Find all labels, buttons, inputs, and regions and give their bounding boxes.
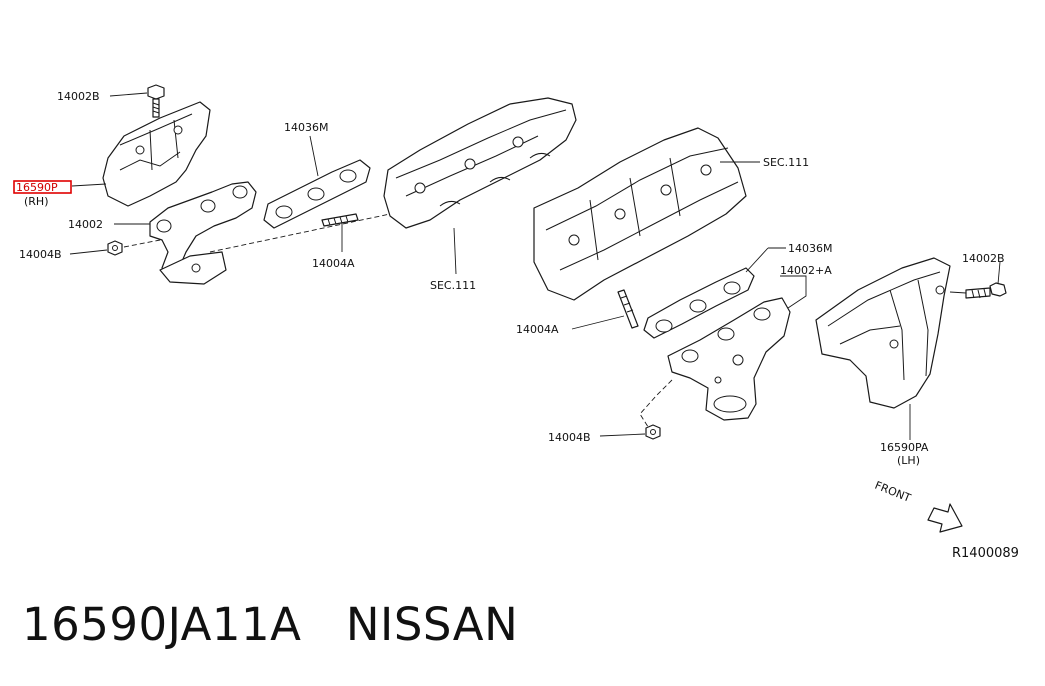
heat-shield-lh: [815, 257, 951, 409]
cylinder-head-rh: [383, 97, 577, 229]
stud-14004a-rh: [321, 213, 359, 227]
dash-nut-rh: [123, 239, 161, 248]
leader-stud-lh: [571, 315, 625, 330]
label-gasket-rh: 14036M: [284, 121, 328, 134]
leader-bolt-rh: [109, 92, 148, 97]
label-stud-rh: 14004A: [312, 257, 355, 270]
dash-manifold-nut-lh: [639, 379, 673, 431]
stud-14004a-lh: [617, 289, 639, 329]
label-bolt-lh: 14002B: [962, 252, 1005, 265]
caption-part-number: 16590JA11A: [22, 598, 302, 651]
nut-14004b-lh: [645, 424, 661, 440]
gasket-rh: [263, 159, 371, 229]
leader-bolt-lh: [997, 261, 1001, 285]
label-head-lh: SEC.111: [763, 156, 809, 169]
cylinder-head-lh: [533, 127, 747, 301]
label-cover-rh: 16590P: [16, 181, 58, 194]
dash-manifold-head-rh: [209, 213, 391, 253]
leader-head-rh: [453, 227, 457, 275]
label-manifold-lh: 14002+A: [780, 264, 832, 277]
exhaust-manifold-lh: [667, 297, 791, 421]
caption-brand: NISSAN: [345, 598, 519, 651]
leader-bolt-lh-to-shield: [949, 291, 967, 294]
label-manifold-rh: 14002: [68, 218, 103, 231]
exhaust-manifold-rh: [149, 181, 257, 285]
diagram-id: R1400089: [952, 546, 1019, 561]
label-front: FRONT: [873, 479, 913, 505]
label-gasket-lh: 14036M: [788, 242, 832, 255]
leader-gasket-rh: [309, 135, 319, 177]
leader-cover-rh: [71, 183, 107, 187]
bolt-14002b-lh: [965, 282, 1007, 299]
front-arrow: [927, 503, 963, 533]
caption-spacer: [301, 598, 345, 651]
label-head-rh: SEC.111: [430, 279, 476, 292]
label-cover-lh-side: (LH): [897, 454, 920, 467]
heat-shield-rh: [102, 101, 211, 207]
leader-nut-lh: [599, 433, 646, 437]
label-bolt-rh: 14002B: [57, 90, 100, 103]
highlight-box: [13, 180, 72, 194]
label-nut-lh: 14004B: [548, 431, 591, 444]
leader-gasket-lh: [745, 247, 769, 273]
footer-caption: 16590JA11A NISSAN: [22, 598, 518, 651]
label-cover-rh-side: (RH): [24, 195, 49, 208]
label-cover-lh: 16590PA: [880, 441, 929, 454]
gasket-lh: [643, 267, 755, 339]
label-stud-lh: 14004A: [516, 323, 559, 336]
bolt-14002b-rh: [147, 84, 165, 118]
nut-14004b-rh: [107, 240, 123, 256]
leader-nut-rh: [69, 249, 108, 255]
leader-manifold-lh: [780, 275, 807, 309]
label-nut-rh: 14004B: [19, 248, 62, 261]
